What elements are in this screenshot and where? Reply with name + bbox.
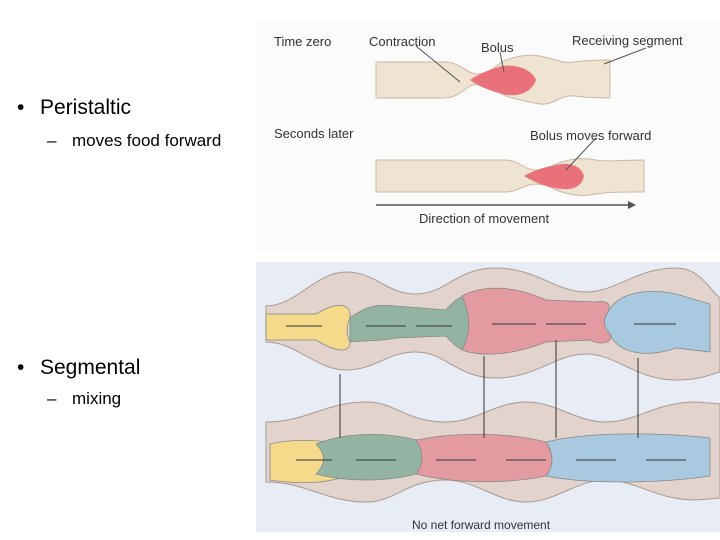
upper-blue-segment bbox=[604, 291, 710, 353]
label-contraction: Contraction bbox=[369, 34, 435, 49]
peristalsis-diagram: Time zero Contraction Bolus Receiving se… bbox=[256, 20, 720, 250]
lower-red-segment bbox=[416, 434, 552, 482]
bullet-segmental: Segmental bbox=[40, 356, 140, 380]
lower-green-segment bbox=[316, 434, 424, 480]
bolus-time-zero bbox=[470, 66, 536, 96]
label-bolus: Bolus bbox=[481, 40, 514, 55]
tube-seconds-later bbox=[376, 159, 644, 196]
label-receiving-segment: Receiving segment bbox=[572, 33, 683, 48]
segmentation-diagram: No net forward movement bbox=[256, 262, 720, 532]
lower-blue-segment bbox=[546, 434, 710, 482]
label-direction-of-movement: Direction of movement bbox=[419, 211, 549, 226]
bolus-seconds-later bbox=[524, 164, 584, 189]
bullet-segmental-sub: mixing bbox=[72, 389, 121, 409]
segmentation-illustration bbox=[256, 262, 720, 532]
pointer-receiving bbox=[604, 48, 646, 64]
label-time-zero: Time zero bbox=[274, 34, 331, 49]
bullet-peristaltic-sub: moves food forward bbox=[72, 131, 221, 151]
direction-arrowhead bbox=[628, 201, 636, 209]
label-bolus-moves-forward: Bolus moves forward bbox=[530, 128, 651, 143]
label-no-net-forward-movement: No net forward movement bbox=[412, 518, 550, 532]
bullet-peristaltic: Peristaltic bbox=[40, 96, 131, 120]
label-seconds-later: Seconds later bbox=[274, 126, 354, 141]
